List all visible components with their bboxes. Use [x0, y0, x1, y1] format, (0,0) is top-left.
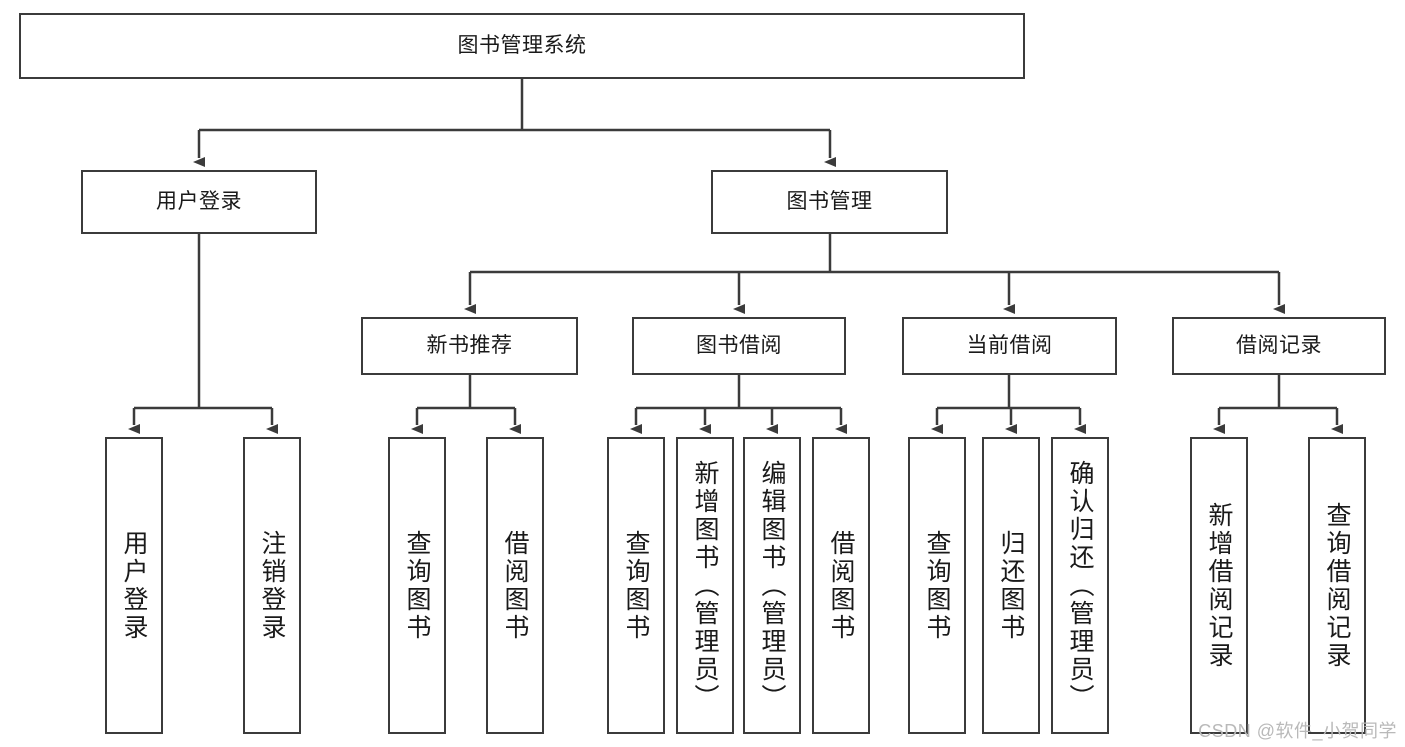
node-current-borrow[interactable]: 当前借阅 — [902, 317, 1117, 375]
node-leaf-logout-label: 注销登录 — [258, 529, 286, 642]
node-leaf-confirm-return[interactable]: 确认归还（管理员） — [1051, 437, 1109, 734]
node-leaf-add-book-label: 新增图书（管理员） — [691, 459, 719, 712]
node-leaf-confirm-return-label: 确认归还（管理员） — [1066, 459, 1094, 712]
node-borrow-record[interactable]: 借阅记录 — [1172, 317, 1386, 375]
node-leaf-add-record[interactable]: 新增借阅记录 — [1190, 437, 1248, 734]
node-leaf-edit-book[interactable]: 编辑图书（管理员） — [743, 437, 801, 734]
node-leaf-return-book-label: 归还图书 — [997, 529, 1025, 642]
node-user-login-label: 用户登录 — [156, 190, 242, 214]
node-leaf-user-login[interactable]: 用户登录 — [105, 437, 163, 734]
node-leaf-add-book[interactable]: 新增图书（管理员） — [676, 437, 734, 734]
watermark: CSDN @软件_小贺同学 — [1198, 721, 1397, 741]
node-leaf-query-book-1[interactable]: 查询图书 — [388, 437, 446, 734]
node-book-manage[interactable]: 图书管理 — [711, 170, 948, 234]
node-leaf-query-book-3[interactable]: 查询图书 — [908, 437, 966, 734]
node-book-manage-label: 图书管理 — [786, 190, 873, 214]
node-leaf-return-book[interactable]: 归还图书 — [982, 437, 1040, 734]
node-leaf-logout[interactable]: 注销登录 — [243, 437, 301, 734]
node-leaf-user-login-label: 用户登录 — [120, 529, 148, 642]
node-leaf-add-record-label: 新增借阅记录 — [1205, 501, 1233, 670]
node-leaf-borrow-book-1[interactable]: 借阅图书 — [486, 437, 544, 734]
node-new-book-rec-label: 新书推荐 — [426, 334, 513, 358]
node-leaf-query-record[interactable]: 查询借阅记录 — [1308, 437, 1366, 734]
node-book-borrow[interactable]: 图书借阅 — [632, 317, 846, 375]
node-leaf-query-record-label: 查询借阅记录 — [1323, 501, 1351, 670]
node-leaf-borrow-book-2-label: 借阅图书 — [827, 529, 855, 642]
node-leaf-query-book-2[interactable]: 查询图书 — [607, 437, 665, 734]
node-leaf-borrow-book-2[interactable]: 借阅图书 — [812, 437, 870, 734]
node-leaf-query-book-1-label: 查询图书 — [403, 529, 431, 642]
node-root-label: 图书管理系统 — [457, 34, 587, 58]
node-book-borrow-label: 图书借阅 — [696, 334, 782, 358]
node-leaf-borrow-book-1-label: 借阅图书 — [501, 529, 529, 642]
node-current-borrow-label: 当前借阅 — [966, 334, 1053, 358]
node-user-login[interactable]: 用户登录 — [81, 170, 317, 234]
node-new-book-rec[interactable]: 新书推荐 — [361, 317, 578, 375]
node-borrow-record-label: 借阅记录 — [1236, 334, 1322, 358]
node-leaf-query-book-3-label: 查询图书 — [923, 529, 951, 642]
node-leaf-edit-book-label: 编辑图书（管理员） — [758, 459, 786, 712]
node-root[interactable]: 图书管理系统 — [19, 13, 1025, 79]
node-leaf-query-book-2-label: 查询图书 — [622, 529, 650, 642]
